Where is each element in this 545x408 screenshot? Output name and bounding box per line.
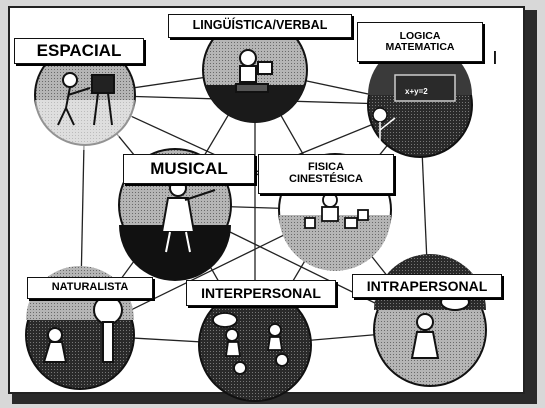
linguistica-circle [202, 17, 308, 123]
painter-figure-icon [57, 72, 115, 126]
label-musical: MUSICAL [123, 154, 255, 184]
label-fisica-line2: CINESTÉSICA [289, 173, 363, 185]
label-logica-line1: LOGICA [399, 29, 441, 42]
label-logica: LOGICA MATEMATICA [357, 22, 483, 62]
blocks-figure-icon [304, 192, 369, 229]
thinking-figure-icon [410, 293, 470, 359]
math-board-text: x+y=2 [405, 87, 428, 96]
espacial-circle [34, 44, 136, 150]
label-espacial: ESPACIAL [14, 38, 144, 64]
label-linguistica-text: LINGÜÍSTICA/VERBAL [192, 18, 328, 33]
label-fisica-line1: FISICA [307, 161, 345, 174]
slide-shadow-right [525, 10, 537, 402]
label-intrapersonal: INTRAPERSONAL [352, 274, 502, 298]
label-logica-line2: MATEMATICA [385, 41, 455, 53]
reading-figure-icon [235, 49, 273, 93]
slide-shadow-bottom [12, 394, 537, 404]
label-linguistica: LINGÜÍSTICA/VERBAL [168, 14, 352, 38]
label-interpersonal: INTERPERSONAL [186, 280, 336, 306]
violinist-figure-icon [160, 179, 216, 253]
label-fisica: FISICA CINESTÉSICA [258, 154, 394, 194]
label-naturalista: NATURALISTA [27, 277, 153, 299]
tree-figure-icon [42, 295, 123, 363]
label-musical-text: MUSICAL [150, 159, 228, 179]
label-naturalista-text: NATURALISTA [51, 281, 129, 294]
label-espacial-text: ESPACIAL [36, 41, 122, 61]
math-board-icon [372, 74, 456, 142]
label-interpersonal-text: INTERPERSONAL [201, 284, 321, 301]
group-figures-icon [212, 312, 289, 375]
stray-mark: | [493, 48, 497, 64]
label-intrapersonal-text: INTRAPERSONAL [366, 277, 488, 294]
